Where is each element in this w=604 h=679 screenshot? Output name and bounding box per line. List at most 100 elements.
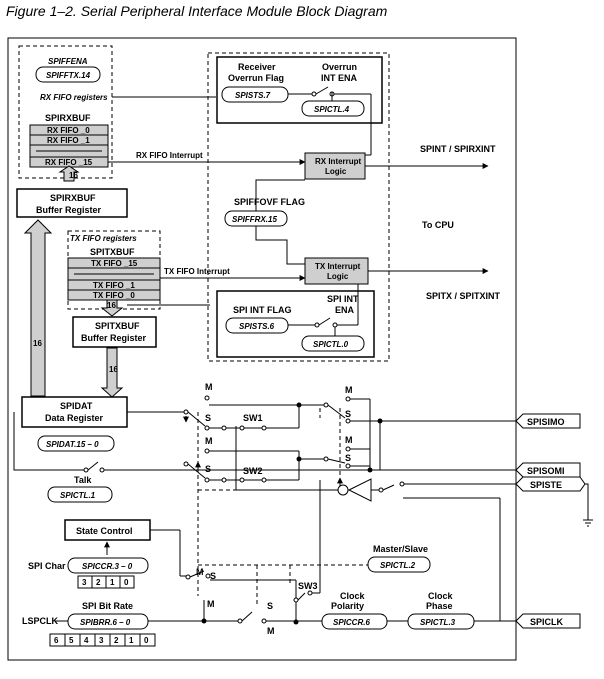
pin-spisimo[interactable]: SPISIMO bbox=[515, 413, 581, 429]
overrun-flag-label: Overrun Flag bbox=[228, 73, 284, 83]
left-width-label: 16 bbox=[33, 339, 42, 348]
clock-phase-label-2: Phase bbox=[426, 601, 453, 611]
spiccr6-text: SPICCR.6 bbox=[333, 618, 370, 627]
spists6-text: SPISTS.6 bbox=[239, 322, 275, 331]
pin-spisomi[interactable]: SPISOMI bbox=[515, 462, 581, 478]
spitxbuf-subtitle: Buffer Register bbox=[81, 333, 147, 343]
state-m-label: M bbox=[196, 567, 204, 577]
state-control-label: State Control bbox=[76, 526, 133, 536]
clk-s-label: S bbox=[267, 601, 273, 611]
char-bit-3: 3 bbox=[82, 578, 87, 587]
spirxbuf-fifo-label: SPIRXBUF bbox=[45, 113, 91, 123]
overrun-ena-label-2: INT ENA bbox=[321, 73, 358, 83]
spictl1-text: SPICTL.1 bbox=[60, 491, 96, 500]
somi-s-label: S bbox=[345, 453, 351, 463]
pin-spiclk-label: SPICLK bbox=[530, 617, 564, 627]
spiffrx15-text: SPIFFRX.15 bbox=[232, 215, 277, 224]
spint-spirxint-label: SPINT / SPIRXINT bbox=[420, 144, 496, 154]
sw2-m-label: M bbox=[205, 436, 213, 446]
spictl4-text: SPICTL.4 bbox=[314, 105, 350, 114]
spitxbuf-to-spidat-arrow bbox=[100, 347, 124, 398]
rx-fifo-width: 16 bbox=[69, 171, 78, 180]
sw1-s-label-left: S bbox=[205, 413, 211, 423]
spi-bit-rate-label: SPI Bit Rate bbox=[82, 601, 133, 611]
pin-spisomi-label: SPISOMI bbox=[527, 466, 565, 476]
pin-spiste-label: SPISTE bbox=[530, 480, 562, 490]
spi-int-ena-label-2: ENA bbox=[335, 305, 355, 315]
tx-logic-label-2: Logic bbox=[327, 272, 349, 281]
spiffovf-flag-label: SPIFFOVF FLAG bbox=[234, 197, 305, 207]
sw2-label: SW2 bbox=[243, 466, 263, 476]
pin-spiclk[interactable]: SPICLK bbox=[515, 613, 581, 629]
tx-width-bottom: 16 bbox=[109, 365, 118, 374]
talk-label: Talk bbox=[74, 475, 92, 485]
spirxbuf-title: SPIRXBUF bbox=[50, 193, 96, 203]
spibrr60-text: SPIBRR.6 – 0 bbox=[80, 618, 131, 627]
module-frame bbox=[7, 37, 517, 661]
clock-phase-label-1: Clock bbox=[428, 591, 454, 601]
spictl0-reg bbox=[301, 335, 365, 352]
rx-fifo-row-15-text: RX FIFO _15 bbox=[45, 158, 93, 167]
char-bit-1: 1 bbox=[110, 578, 115, 587]
tx-logic-label-1: TX Interrupt bbox=[315, 262, 361, 271]
tx-interrupt-logic bbox=[304, 257, 369, 285]
spictl4-reg bbox=[301, 100, 365, 117]
tx-fifo-row-0-text: TX FIFO _0 bbox=[93, 291, 135, 300]
brr-bit-0: 0 bbox=[144, 636, 149, 645]
spiccr30-text: SPICCR.3 – 0 bbox=[82, 562, 133, 571]
pin-spisimo-label: SPISIMO bbox=[527, 417, 565, 427]
spitxbuf-fifo-label: SPITXBUF bbox=[90, 247, 135, 257]
lspclk-label: LSPCLK bbox=[22, 616, 59, 626]
brr-bit-6: 6 bbox=[54, 636, 59, 645]
spiccr30-reg bbox=[67, 557, 149, 574]
clk-m-label-2: M bbox=[267, 626, 275, 636]
tx-fifo-interrupt-label: TX FIFO Interrupt bbox=[164, 267, 230, 276]
char-bit-0: 0 bbox=[124, 578, 129, 587]
receiver-label: Receiver bbox=[238, 62, 276, 72]
spists7-text: SPISTS.7 bbox=[235, 91, 271, 100]
spictl2-text: SPICTL.2 bbox=[380, 561, 416, 570]
sw1-m-label: M bbox=[205, 382, 213, 392]
spifftx14-text: SPIFFTX.14 bbox=[46, 71, 91, 80]
spi-char-label: SPI Char bbox=[28, 561, 66, 571]
spidat-subtitle: Data Register bbox=[45, 413, 104, 423]
rx-fifo-interrupt-label: RX FIFO Interrupt bbox=[136, 151, 203, 160]
spitx-spitxint-label: SPITX / SPITXINT bbox=[426, 291, 501, 301]
brr-bit-3: 3 bbox=[99, 636, 104, 645]
spirxbuf-buffer-register bbox=[16, 188, 128, 218]
clk-m-label-1: M bbox=[207, 599, 215, 609]
tx-fifo-registers-label: TX FIFO registers bbox=[70, 234, 137, 243]
spi-int-flag-label: SPI INT FLAG bbox=[233, 305, 292, 315]
master-slave-label: Master/Slave bbox=[373, 544, 428, 554]
tx-fifo-width-top: 16 bbox=[107, 301, 116, 310]
char-bit-2: 2 bbox=[96, 578, 101, 587]
pin-spiste[interactable]: SPISTE bbox=[515, 476, 586, 492]
tx-fifo-row-1-text: TX FIFO _1 bbox=[93, 281, 135, 290]
char-bits: 3 2 1 0 bbox=[77, 575, 135, 589]
spictl0-text: SPICTL.0 bbox=[313, 340, 349, 349]
spidat-title: SPIDAT bbox=[60, 401, 93, 411]
rx-logic-label-2: Logic bbox=[325, 167, 347, 176]
brr-bit-1: 1 bbox=[129, 636, 134, 645]
rx-logic-label-1: RX Interrupt bbox=[315, 157, 362, 166]
spictl1-reg bbox=[47, 486, 113, 503]
spidat-reg bbox=[37, 435, 115, 452]
rx-fifo-row-0-text: RX FIFO _0 bbox=[47, 126, 90, 135]
figure-title: Figure 1–2. Serial Peripheral Interface … bbox=[6, 3, 388, 19]
rx-fifo-up-arrow bbox=[58, 165, 80, 182]
spiffena-label: SPIFFENA bbox=[48, 57, 88, 66]
spictl3-text: SPICTL.3 bbox=[420, 618, 456, 627]
spiste-buffer-triangle bbox=[347, 478, 372, 502]
spifftx14-reg bbox=[35, 66, 101, 83]
spidat-to-spirxbuf-arrow bbox=[23, 219, 53, 397]
state-s-label: S bbox=[210, 571, 216, 581]
sw1-label: SW1 bbox=[243, 413, 263, 423]
spidat-reg-text: SPIDAT.15 – 0 bbox=[46, 440, 99, 449]
tx-fifo-row-15-text: TX FIFO _15 bbox=[91, 259, 138, 268]
simo-s-label: S bbox=[345, 409, 351, 419]
brr-bit-5: 5 bbox=[69, 636, 74, 645]
spirxbuf-subtitle: Buffer Register bbox=[36, 205, 102, 215]
rx-fifo-row-1-text: RX FIFO _1 bbox=[47, 136, 90, 145]
spitxbuf-title: SPITXBUF bbox=[95, 321, 140, 331]
